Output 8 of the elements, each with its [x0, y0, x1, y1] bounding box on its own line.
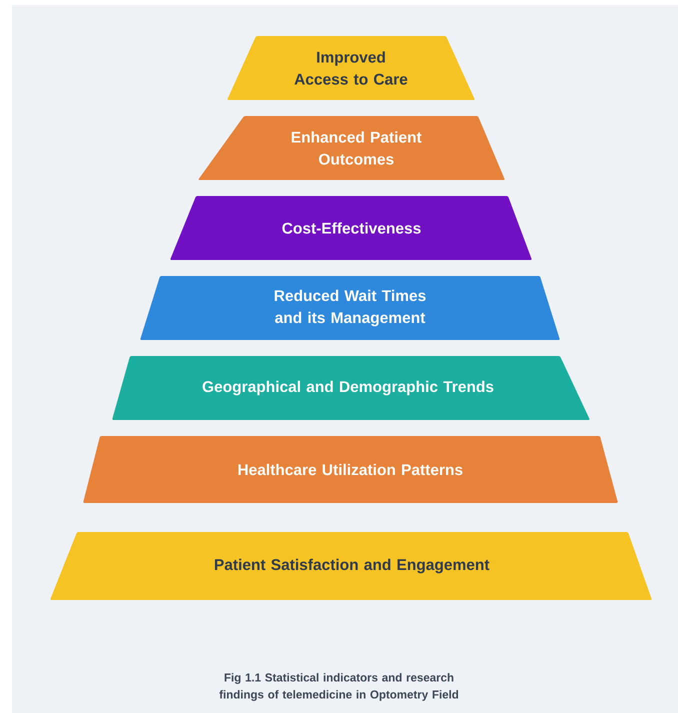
trapezoid-box: Geographical and Demographic Trends [112, 356, 590, 420]
trapezoid-box: Patient Satisfaction and Engagement [50, 532, 652, 600]
trapezoid-box: Enhanced Patient Outcomes [198, 116, 505, 180]
trapezoid-box: Reduced Wait Times and its Management [140, 276, 560, 340]
trapezoid-box: Improved Access to Care [228, 36, 474, 100]
caption: Fig 1.1 Statistical indicators and research findings of telemedicine in Optometry Field [219, 673, 458, 701]
trapezoid-box: Cost-Effectiveness [170, 196, 532, 260]
trapezoid-box: Healthcare Utilization Patterns [83, 436, 618, 503]
